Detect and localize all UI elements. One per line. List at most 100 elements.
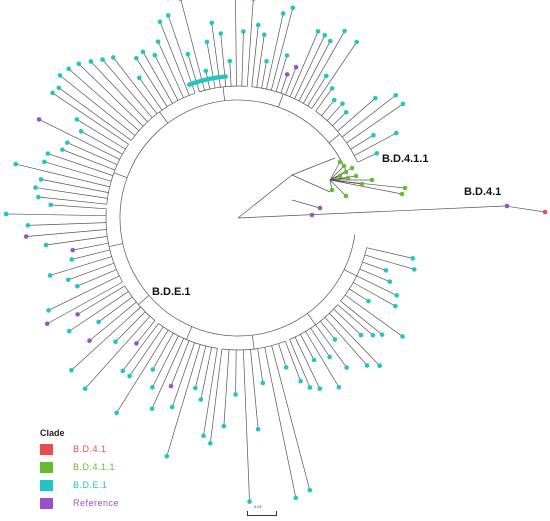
leaf-branch	[209, 348, 223, 444]
leaf-branch	[171, 342, 195, 408]
leaf-branch	[151, 338, 185, 409]
leaf-branch	[250, 349, 259, 430]
leaf-branch	[366, 247, 413, 259]
clade-stem	[186, 326, 193, 340]
legend-item-bd411: B.D.4.1.1	[40, 459, 119, 475]
clade-label-bde1: B.D.E.1	[152, 286, 191, 298]
leaf-branch	[315, 88, 333, 112]
leaf-branch	[152, 332, 174, 370]
leaf-branch	[311, 41, 358, 109]
clade-arc	[289, 304, 338, 340]
leaf-branch	[166, 344, 201, 457]
clade-arc	[315, 110, 358, 163]
bde1-tip	[78, 129, 84, 134]
bde1-tip	[75, 283, 80, 289]
clade-stem	[328, 133, 341, 144]
bde1-tip	[50, 90, 55, 96]
leaf-branch	[68, 68, 140, 131]
bde1-tip	[241, 29, 246, 34]
bde1-tip	[140, 49, 146, 55]
bde1-tip	[293, 495, 299, 501]
legend-label-bde1: B.D.E.1	[73, 480, 108, 490]
bde1-tip	[374, 150, 380, 156]
bde1-tip	[155, 39, 161, 44]
leaf-branch	[266, 13, 284, 90]
bde1-tip	[342, 28, 347, 34]
leaf-branch	[341, 94, 396, 138]
leaf-branch	[354, 132, 397, 156]
bde1-tip	[88, 59, 94, 64]
leaf-branch	[303, 30, 345, 104]
leaf-branch	[326, 103, 343, 121]
scale-bar-label: 0.01	[254, 504, 262, 509]
leaf-branch	[280, 74, 288, 94]
leaf-branch	[235, 0, 237, 87]
leaf-branch	[47, 153, 114, 176]
leaf-branch	[337, 97, 376, 132]
clade-stem	[113, 172, 128, 178]
clade-stem	[343, 269, 357, 277]
leaf-branch	[357, 152, 377, 163]
leaf-branch	[235, 349, 237, 395]
leaf-branch	[315, 324, 347, 368]
leaf-branch	[187, 54, 200, 92]
leaf-branch	[305, 331, 340, 388]
leaf-branch	[76, 119, 126, 150]
bd411-tip	[337, 173, 343, 179]
leaf-branch	[58, 87, 132, 141]
leaf-branch	[167, 15, 196, 94]
reference-tip	[36, 117, 42, 122]
leaf-branch	[71, 249, 111, 260]
clade-arc	[251, 86, 313, 109]
bde1-tip	[394, 293, 400, 298]
bde1-tip	[69, 367, 74, 373]
bd411-tip	[343, 193, 349, 199]
leaf-branch	[15, 163, 110, 188]
leaf-branch	[26, 229, 107, 237]
reference-tip	[293, 64, 299, 70]
bde1-tip	[400, 334, 405, 339]
clade-stem	[307, 313, 316, 325]
leaf-branch	[6, 213, 107, 217]
bde1-tip	[298, 378, 303, 384]
inner-branch	[291, 174, 331, 193]
bde1-tip	[327, 38, 333, 44]
bde1-tip	[364, 363, 370, 368]
leaf-branch	[59, 75, 136, 136]
bde1-tip	[66, 328, 72, 334]
bde1-tip	[201, 433, 206, 439]
bde1-tip	[150, 367, 156, 372]
bde1-tip	[178, 0, 183, 2]
bd411-tip	[369, 177, 375, 183]
bde1-tip	[127, 373, 132, 379]
leaf-branch	[77, 285, 126, 315]
bde1-tip	[13, 161, 19, 167]
reference-tip	[87, 338, 92, 344]
bde1-tip	[343, 109, 349, 115]
bd411-tip	[359, 181, 365, 187]
bde1-tip	[96, 319, 101, 325]
reference-tip	[309, 212, 315, 218]
leaf-branch	[80, 131, 123, 155]
leaf-branch	[44, 161, 112, 182]
leaf-branch	[78, 63, 144, 127]
clade-arc	[199, 85, 248, 93]
bde1-tip	[227, 58, 233, 64]
tree-branches	[6, 0, 546, 502]
leaf-branch	[294, 336, 321, 389]
leaf-branch	[84, 316, 151, 389]
bde1-tip	[69, 257, 75, 262]
bde1-tip	[255, 22, 261, 28]
leaf-branch	[136, 57, 168, 107]
leaf-branch	[77, 269, 117, 287]
legend-label-bd41: B.D.4.1	[73, 444, 107, 454]
leaf-branch	[300, 334, 315, 361]
leaf-branch	[256, 34, 265, 88]
clade-legend: Clade B.D.4.1 B.D.4.1.1 B.D.E.1 Referenc…	[40, 428, 119, 511]
clade-arc	[130, 92, 196, 141]
legend-swatch-bde1	[40, 479, 53, 491]
leaf-branch	[246, 0, 254, 87]
bde1-tip	[379, 332, 385, 337]
bde1-tip	[260, 380, 266, 386]
leaf-branch	[52, 92, 129, 145]
